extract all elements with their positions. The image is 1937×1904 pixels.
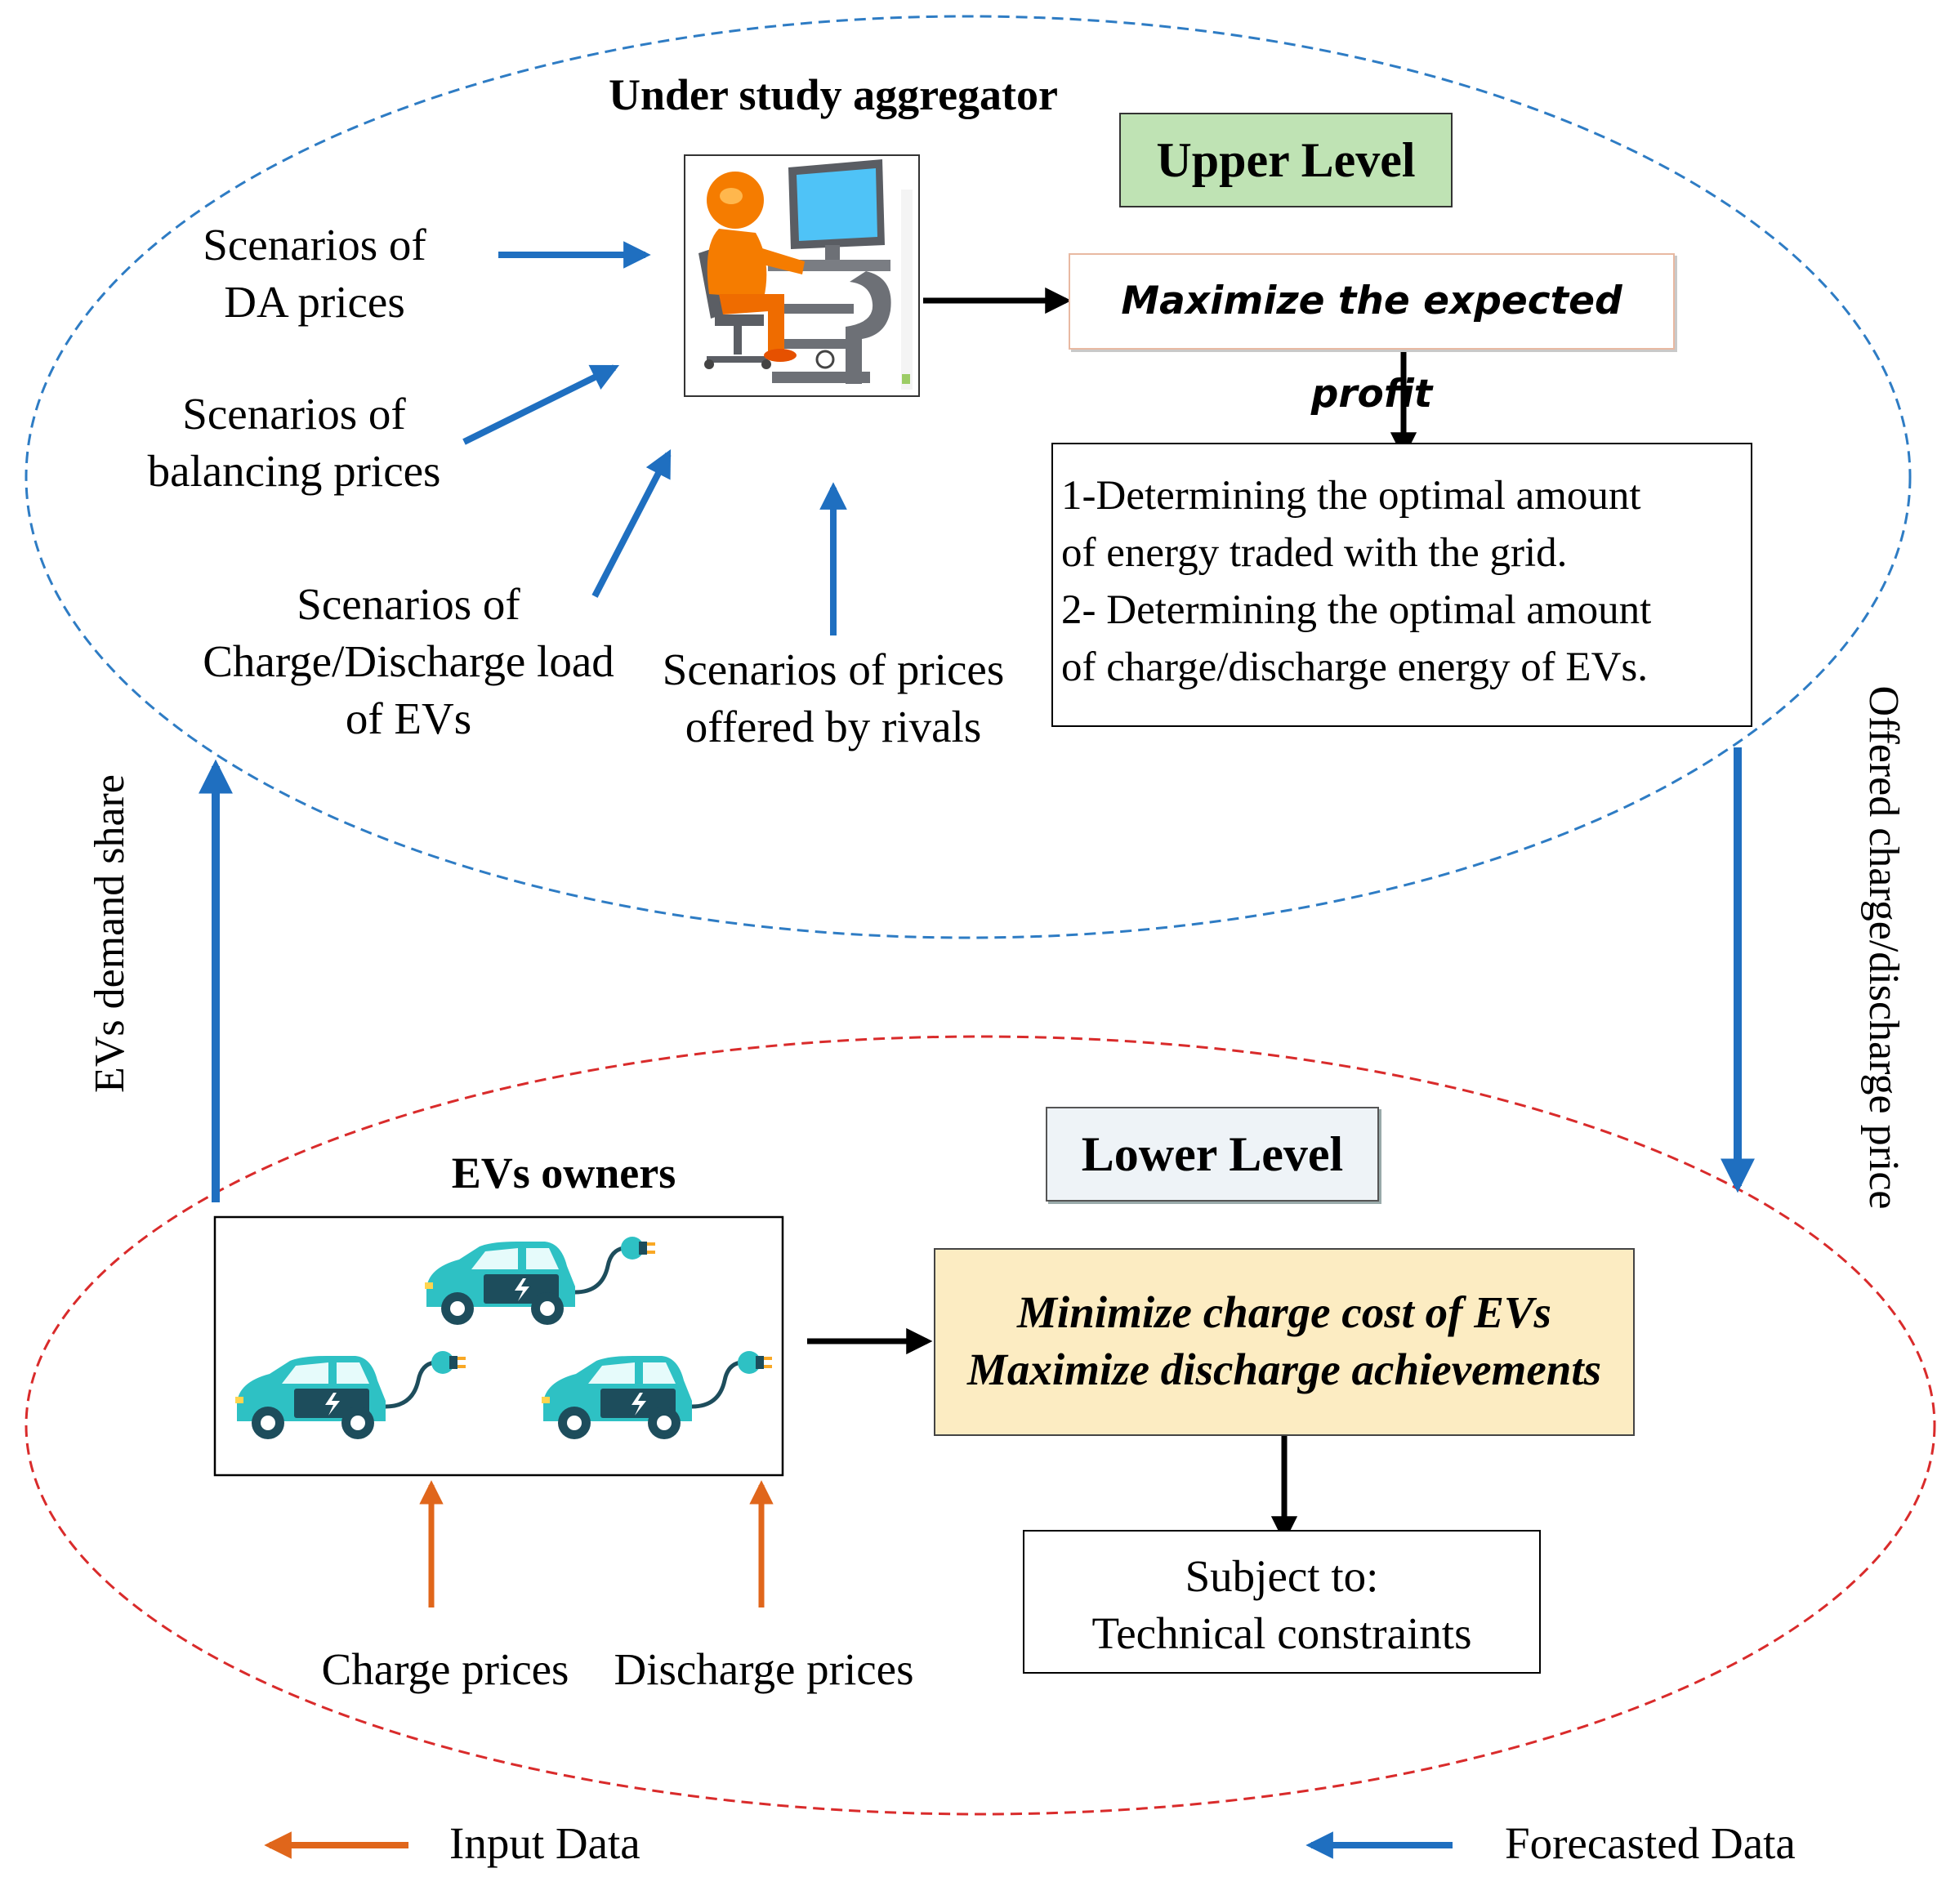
lower-objective-box: Minimize charge cost of EVs Maximize dis… <box>934 1248 1635 1436</box>
input-rival-prices-line: Scenarios of prices <box>662 644 1005 694</box>
arrow-balancing-prices <box>462 364 620 445</box>
upper-level-label: Upper Level <box>1119 113 1453 207</box>
upper-objective-box: Maximize the expected profit <box>1069 253 1675 417</box>
offered-price-label: Offered charge/discharge price <box>1860 685 1907 1210</box>
result-line: of energy traded with the grid. <box>1061 530 1568 576</box>
input-balancing-prices-line: Scenarios of <box>182 389 406 439</box>
input-ev-load-line: Scenarios of <box>297 579 520 629</box>
ev-owners-title: EVs owners <box>451 1148 676 1197</box>
input-ev-load: Scenarios of Charge/Discharge load of EV… <box>184 576 633 747</box>
lower-level-text: Lower Level <box>1081 1127 1344 1181</box>
lower-objective-line: Minimize charge cost of EVs <box>1017 1287 1551 1337</box>
input-da-prices-line: DA prices <box>224 277 405 327</box>
electric-car-icon <box>542 1351 772 1439</box>
constraints-line: Subject to: <box>1185 1551 1379 1601</box>
aggregator-title: Under study aggregator <box>609 70 1058 119</box>
result-line: of charge/discharge energy of EVs. <box>1061 644 1649 690</box>
electric-car-icon <box>235 1351 466 1439</box>
input-rival-prices-line: offered by rivals <box>685 702 982 751</box>
input-balancing-prices-line: balancing prices <box>147 446 441 496</box>
input-da-prices: Scenarios of DA prices <box>163 216 466 331</box>
input-ev-load-line: Charge/Discharge load <box>203 636 614 686</box>
lower-level-ellipse <box>25 1035 1936 1816</box>
input-balancing-prices: Scenarios of balancing prices <box>123 386 466 500</box>
result-line: 2- Determining the optimal amount <box>1061 587 1652 633</box>
legend-forecast-label: Forecasted Data <box>1505 1818 1796 1868</box>
result-line: 1-Determining the optimal amount <box>1061 473 1641 519</box>
electric-car-icon <box>425 1237 655 1325</box>
lower-objective-line: Maximize discharge achievements <box>966 1344 1602 1394</box>
person-at-computer-icon <box>698 159 891 384</box>
input-da-prices-line: Scenarios of <box>203 220 426 270</box>
demand-share-label: EVs demand share <box>87 774 133 1093</box>
arrow-ev-load <box>591 449 672 598</box>
constraints-box: Subject to: Technical constraints <box>1023 1530 1541 1674</box>
upper-objective-text: Maximize the expected profit <box>1121 279 1622 417</box>
input-ev-load-line: of EVs <box>345 693 472 743</box>
charge-prices-label: Charge prices <box>321 1644 569 1694</box>
upper-level-text: Upper Level <box>1156 133 1416 187</box>
discharge-prices-label: Discharge prices <box>614 1644 914 1694</box>
input-rival-prices: Scenarios of prices offered by rivals <box>649 641 1017 756</box>
upper-results-box: 1-Determining the optimal amount of ener… <box>1051 443 1752 727</box>
lower-level-label: Lower Level <box>1046 1107 1379 1202</box>
constraints-line: Technical constraints <box>1091 1608 1472 1658</box>
legend-input-label: Input Data <box>449 1818 640 1868</box>
upper-level-ellipse <box>25 15 1912 939</box>
